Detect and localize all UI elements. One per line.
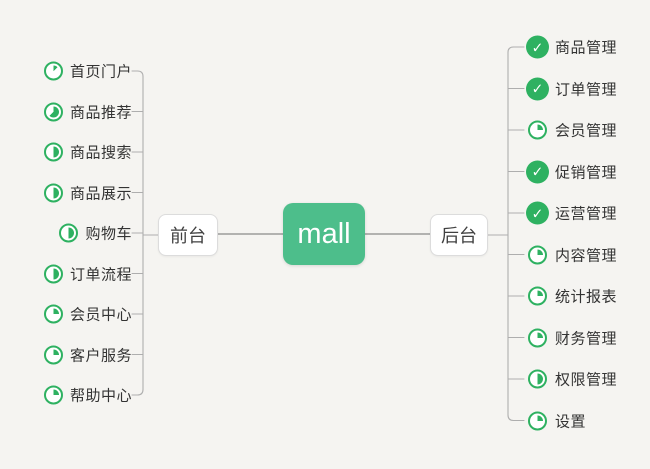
topic[interactable]: 商品展示 (43, 182, 132, 203)
progress-wedge (47, 65, 59, 77)
branch-node-label: 后台 (441, 226, 477, 246)
progress-wedge (47, 308, 59, 320)
progress-wedge (532, 124, 543, 136)
topic[interactable]: 商品推荐 (43, 101, 132, 122)
task-progress-icon[interactable] (43, 142, 63, 162)
task-done-icon[interactable]: ✓ (526, 35, 549, 59)
topic[interactable]: 内容管理 (526, 243, 617, 266)
topic[interactable]: ✓ 促销管理 (526, 160, 617, 183)
task-progress-icon[interactable] (528, 120, 547, 140)
topic[interactable]: ✓ 运营管理 (526, 201, 617, 225)
progress-wedge (47, 268, 59, 279)
task-done-icon[interactable]: ✓ (526, 201, 549, 225)
central-topic-label: mall (297, 217, 351, 250)
progress-wedge (47, 187, 59, 198)
branch-node-frontend[interactable]: 前台 (158, 214, 218, 256)
topic[interactable]: ✓ 订单管理 (526, 77, 617, 100)
task-progress-icon[interactable] (43, 61, 63, 81)
progress-wedge (532, 249, 543, 260)
progress-wedge (47, 349, 59, 360)
task-done-icon[interactable]: ✓ (526, 77, 549, 100)
task-progress-icon[interactable] (528, 369, 547, 389)
task-progress-icon[interactable] (528, 411, 547, 430)
task-progress-icon[interactable] (528, 328, 547, 347)
topic[interactable]: 会员中心 (43, 304, 132, 325)
task-progress-icon[interactable] (59, 223, 79, 243)
topic[interactable]: 帮助中心 (43, 385, 132, 406)
task-progress-icon[interactable] (43, 345, 63, 364)
branch-node-backend[interactable]: 后台 (430, 214, 488, 256)
task-progress-icon[interactable] (43, 304, 63, 324)
task-progress-icon[interactable] (43, 183, 63, 202)
progress-wedge (532, 373, 543, 385)
progress-wedge (47, 106, 59, 117)
progress-wedge (532, 332, 543, 343)
progress-wedge (532, 415, 543, 426)
topic[interactable]: 财务管理 (526, 326, 617, 349)
task-progress-icon[interactable] (43, 102, 63, 121)
topic[interactable]: 商品搜索 (43, 142, 132, 163)
progress-wedge (63, 227, 75, 239)
progress-wedge (532, 290, 543, 302)
progress-wedge (47, 389, 59, 401)
task-progress-icon[interactable] (43, 264, 63, 283)
topic[interactable]: 权限管理 (526, 368, 617, 391)
topic[interactable]: 设置 (526, 409, 586, 432)
topic[interactable]: 订单流程 (43, 263, 132, 284)
branch-node-label: 前台 (170, 226, 206, 246)
topic[interactable]: 客户服务 (43, 344, 132, 365)
task-progress-icon[interactable] (43, 385, 63, 405)
topic[interactable]: ✓ 商品管理 (526, 35, 617, 59)
topic[interactable]: 首页门户 (43, 61, 132, 82)
topic[interactable]: 购物车 (59, 223, 132, 244)
topic[interactable]: 会员管理 (526, 119, 617, 142)
task-progress-icon[interactable] (528, 286, 547, 306)
central-topic-node[interactable]: mall (283, 203, 365, 265)
topic[interactable]: 统计报表 (526, 285, 617, 308)
task-done-icon[interactable]: ✓ (526, 160, 549, 183)
task-progress-icon[interactable] (528, 245, 547, 264)
progress-wedge (47, 146, 59, 158)
